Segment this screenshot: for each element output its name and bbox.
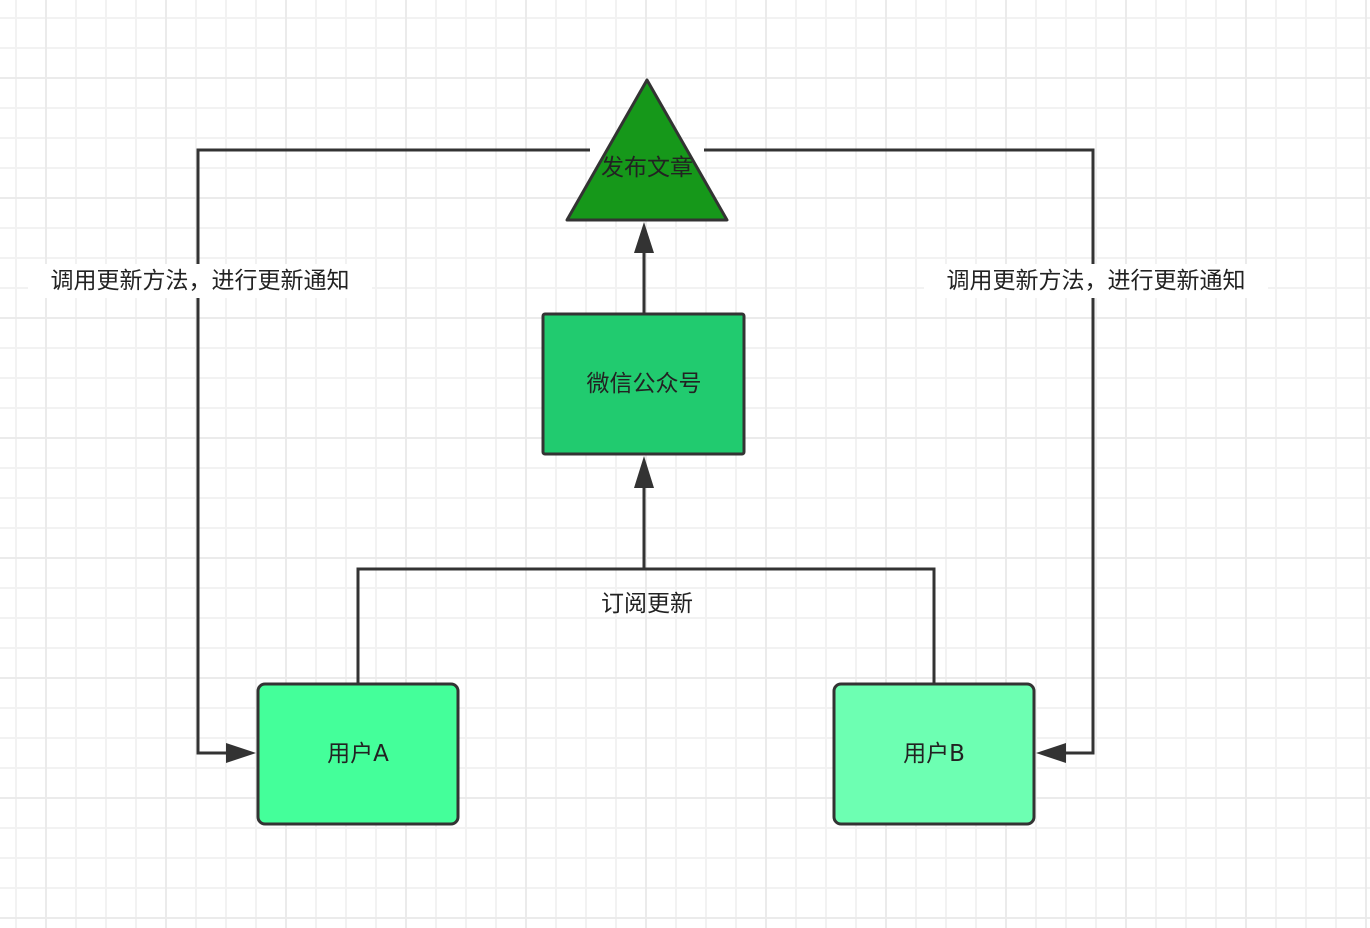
node-wechat-account[interactable]: 微信公众号 — [541, 312, 746, 456]
edge-label-notify-right-text: 调用更新方法，进行更新通知 — [947, 268, 1246, 294]
node-publish-label: 发布文章 — [601, 155, 693, 181]
edge-subscribe[interactable] — [356, 456, 936, 683]
edge-label-subscribe-text: 订阅更新 — [601, 591, 693, 617]
edge-label-subscribe: 订阅更新 — [601, 591, 693, 617]
arrowhead-icon — [634, 222, 654, 253]
node-user-b-label: 用户B — [903, 741, 965, 767]
arrowhead-icon — [634, 456, 654, 488]
node-user-a[interactable]: 用户A — [256, 682, 460, 826]
arrowhead-icon — [226, 743, 256, 763]
edge-label-notify-left: 调用更新方法，进行更新通知 — [28, 264, 372, 298]
node-user-b[interactable]: 用户B — [832, 682, 1036, 826]
edge-notify-right[interactable] — [704, 148, 1095, 763]
edge-notify-left[interactable] — [196, 148, 590, 763]
node-wechat-label: 微信公众号 — [587, 371, 702, 397]
node-user-a-label: 用户A — [327, 741, 389, 767]
edge-wechat-to-publish[interactable] — [634, 222, 654, 313]
edge-label-notify-right: 调用更新方法，进行更新通知 — [924, 264, 1268, 298]
edge-label-notify-left-text: 调用更新方法，进行更新通知 — [51, 268, 350, 294]
node-publish-article[interactable]: 发布文章 — [565, 78, 729, 222]
arrowhead-icon — [1036, 743, 1066, 763]
